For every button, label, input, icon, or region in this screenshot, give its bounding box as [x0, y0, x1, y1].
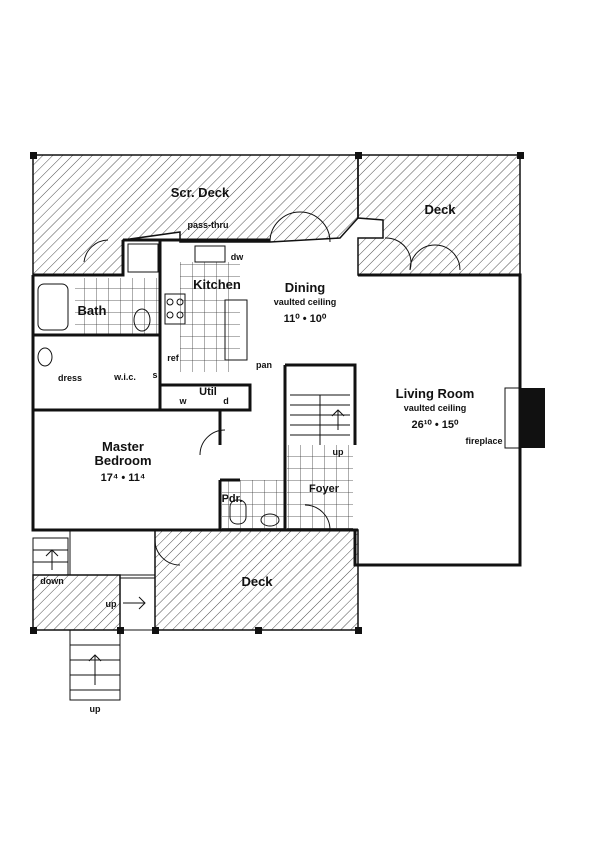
master-bedroom-label-1: Master: [102, 439, 144, 454]
scr-deck-label: Scr. Deck: [171, 185, 230, 200]
pdr-floor: [222, 480, 284, 530]
toilet: [133, 308, 151, 332]
fireplace-box: [520, 388, 545, 448]
fireplace-label: fireplace: [465, 436, 502, 446]
foyer-label: Foyer: [309, 483, 340, 495]
kitchen-label: Kitchen: [193, 277, 241, 292]
master-bedroom-dims: 17⁴ • 11⁴: [101, 472, 146, 484]
shower: [127, 243, 159, 273]
foyer-floor: [287, 445, 353, 530]
side-stair: [32, 537, 156, 631]
top-deck-label: Deck: [424, 202, 456, 217]
dress-sink: [37, 347, 53, 367]
deck-posts: [30, 152, 524, 634]
burner: [166, 298, 174, 306]
range: [164, 293, 186, 325]
fireplace-hearth: [504, 387, 521, 449]
stair-up-label: up: [333, 447, 344, 457]
util-wall: [160, 383, 252, 412]
d-label: d: [223, 396, 229, 406]
side-up-label: up: [106, 599, 117, 609]
bottom-up-label: up: [90, 704, 101, 714]
burner: [166, 311, 174, 319]
top-deck: [357, 154, 521, 276]
dw-label: dw: [231, 252, 244, 262]
bath-label: Bath: [78, 303, 107, 318]
dining-dims: 11⁰ • 10⁰: [284, 313, 327, 325]
side-stair-landing: [69, 529, 156, 576]
bath-floor: [75, 278, 160, 335]
wic-label: w.i.c.: [113, 372, 136, 382]
bottom-stair: [69, 629, 121, 701]
s-label: s: [152, 370, 157, 380]
master-bedroom-label-2: Bedroom: [94, 453, 151, 468]
down-label: down: [40, 576, 64, 586]
stair-wall: [285, 363, 357, 445]
pdr-toilet: [229, 499, 247, 525]
burner: [176, 311, 184, 319]
burner: [176, 298, 184, 306]
island-counter: [224, 299, 248, 361]
dress-label: dress: [58, 373, 82, 383]
pdr-sink: [260, 513, 280, 527]
living-room-note: vaulted ceiling: [404, 403, 467, 413]
living-room-dims: 26¹⁰ • 15⁰: [412, 419, 460, 431]
pdr-label: Pdr.: [222, 493, 243, 505]
pass-thru-label: pass-thru: [187, 220, 228, 230]
pan-label: pan: [256, 360, 272, 370]
bathtub: [37, 283, 69, 331]
ref-label: ref: [167, 353, 180, 363]
doors: [83, 211, 461, 566]
kitchen-floor: [180, 262, 240, 372]
exterior-wall: [31, 275, 155, 532]
dining-label: Dining: [285, 280, 325, 295]
bath-wall: [33, 240, 125, 277]
living-room-label: Living Room: [396, 386, 475, 401]
kitchen-sink: [194, 245, 226, 263]
dining-note: vaulted ceiling: [274, 297, 337, 307]
w-label: w: [178, 396, 187, 406]
living-wall: [353, 273, 522, 567]
interior-stair: [290, 394, 350, 445]
util-label: Util: [199, 386, 217, 398]
bottom-deck-label: Deck: [241, 574, 273, 589]
